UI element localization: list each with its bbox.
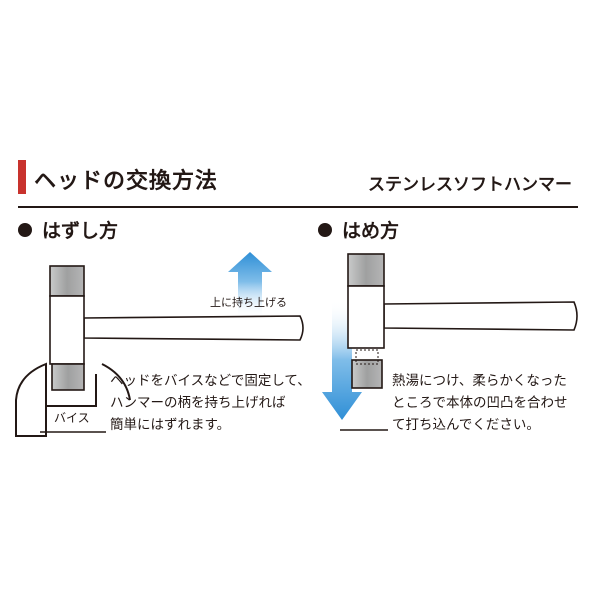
- lift-label: 上に持ち上げる: [210, 296, 287, 309]
- hammer-handle-right: [383, 301, 578, 331]
- bullet-icon: [318, 222, 332, 237]
- vise-right-jaw: [101, 363, 131, 401]
- hammer-head-bottom: [51, 363, 85, 391]
- vise-cup: [45, 374, 97, 407]
- attach-section-title: はめ方: [318, 216, 399, 243]
- detached-head: [351, 359, 383, 389]
- head-socket-dashed: [355, 349, 379, 365]
- remove-section-title: はずし方: [18, 216, 118, 243]
- hammer-head-top-right: [347, 253, 385, 287]
- vise-left-jaw: [15, 362, 47, 437]
- hammer-body: [49, 295, 85, 365]
- lift-arrow-icon: [228, 252, 272, 318]
- header-divider: [18, 206, 578, 208]
- page-title: ヘッドの交換方法: [34, 169, 219, 194]
- hammer-body-right: [347, 285, 385, 349]
- hammer-handle: [83, 315, 304, 341]
- product-name: ステンレスソフトハンマー: [368, 175, 572, 195]
- remove-instructions: ヘッドをバイスなどで固定して、 ハンマーの柄を持ち上げれば 簡単にはずれます。: [110, 373, 311, 433]
- vise-label: バイス: [54, 411, 90, 425]
- bullet-icon: [18, 222, 32, 237]
- remove-title-text: はずし方: [42, 220, 119, 242]
- header-accent-bar: [18, 160, 26, 194]
- attach-instructions: 熱湯につけ、柔らかくなった ところで本体の凹凸を合わせ て打ち込んでください。: [392, 373, 568, 433]
- hammer-head-top: [49, 265, 85, 297]
- attach-title-text: はめ方: [342, 220, 400, 242]
